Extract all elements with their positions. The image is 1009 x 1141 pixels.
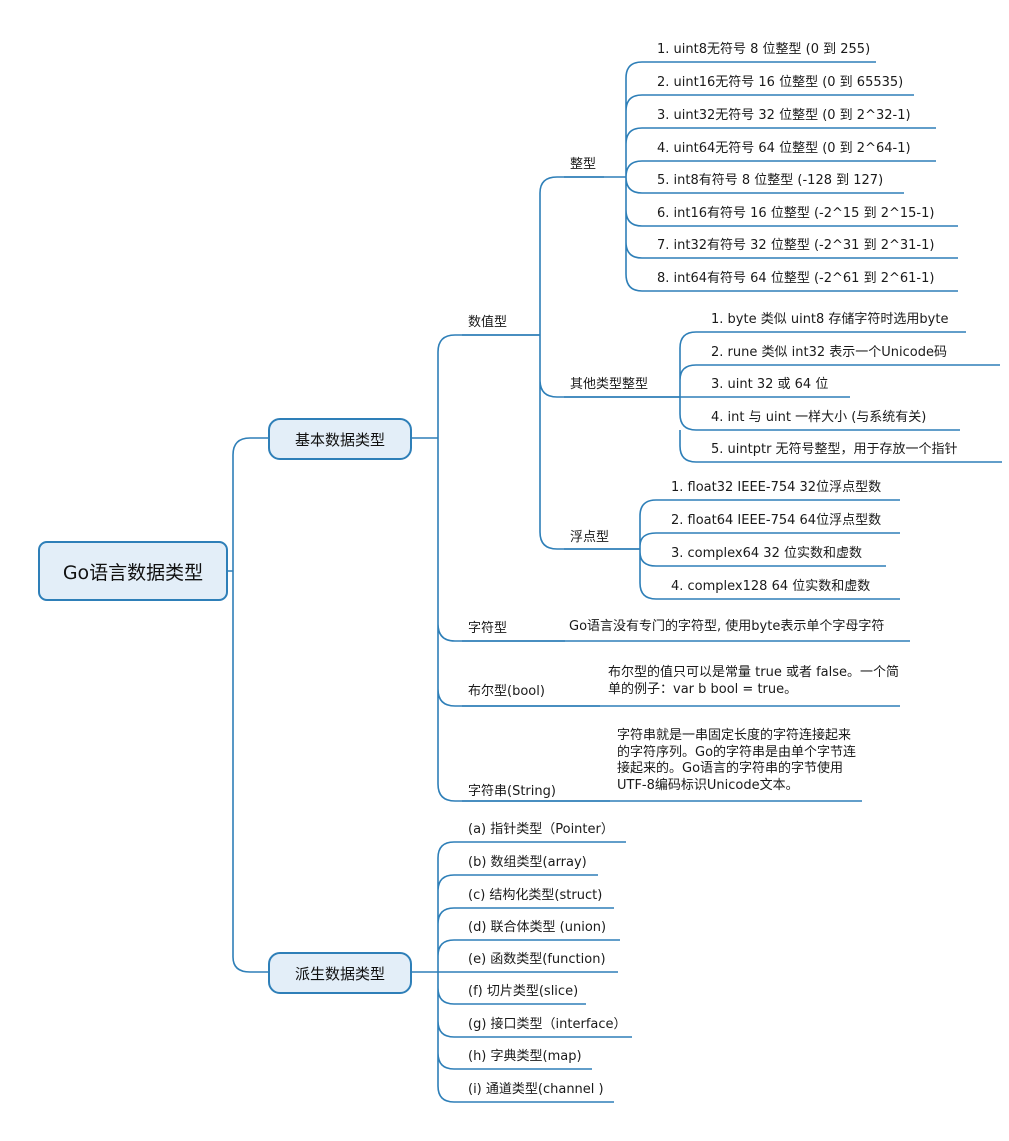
- char-type-label[interactable]: 字符型: [468, 621, 508, 636]
- other-integer-type-label[interactable]: 其他类型整型: [570, 377, 649, 392]
- label-underlines: [462, 61, 1002, 1103]
- connector-root-trunk: [228, 437, 268, 973]
- other-integer-item[interactable]: 3. uint 32 或 64 位: [711, 377, 829, 392]
- root-node-label: Go语言数据类型: [62, 561, 204, 584]
- string-type-label[interactable]: 字符串(String): [468, 784, 556, 799]
- integer-item[interactable]: 7. int32有符号 32 位整型 (-2^31 到 2^31-1): [657, 238, 935, 253]
- integer-item[interactable]: 1. uint8无符号 8 位整型 (0 到 255): [657, 42, 871, 57]
- connector-float-trunk: [639, 499, 664, 600]
- derived-item[interactable]: (f) 切片类型(slice): [468, 984, 579, 999]
- integer-item[interactable]: 6. int16有符号 16 位整型 (-2^15 到 2^15-1): [657, 206, 935, 221]
- connector-integer-trunk: [604, 61, 650, 292]
- other-integer-item[interactable]: 4. int 与 uint 一样大小 (与系统有关): [711, 410, 927, 425]
- float-item[interactable]: 1. float32 IEEE-754 32位浮点型数: [671, 480, 882, 495]
- float-item[interactable]: 3. complex64 32 位实数和虚数: [671, 546, 862, 561]
- other-integer-item[interactable]: 5. uintptr 无符号整型，用于存放一个指针: [711, 442, 958, 457]
- numeric-type-label[interactable]: 数值型: [468, 315, 508, 330]
- connector-otherint-trunk: [679, 331, 704, 463]
- integer-item[interactable]: 3. uint32无符号 32 位整型 (0 到 2^32-1): [657, 108, 911, 123]
- basic-types-label: 基本数据类型: [294, 430, 385, 449]
- char-type-desc: Go语言没有专门的字符型, 使用byte表示单个字母字符: [569, 619, 885, 634]
- integer-type-label[interactable]: 整型: [570, 157, 597, 172]
- derived-types-label: 派生数据类型: [294, 964, 385, 983]
- integer-item[interactable]: 5. int8有符号 8 位整型 (-128 到 127): [657, 173, 884, 188]
- derived-item[interactable]: (h) 字典类型(map): [468, 1049, 582, 1064]
- bool-type-desc: 布尔型的值只可以是常量 true 或者 false。一个简单的例子：var b …: [608, 665, 900, 697]
- derived-item[interactable]: (a) 指针类型（Pointer）: [468, 822, 614, 837]
- integer-item[interactable]: 8. int64有符号 64 位整型 (-2^61 到 2^61-1): [657, 271, 935, 286]
- derived-item[interactable]: (d) 联合体类型 (union): [468, 920, 607, 935]
- bool-type-label[interactable]: 布尔型(bool): [468, 684, 545, 699]
- root-node[interactable]: Go语言数据类型: [38, 541, 228, 601]
- derived-item[interactable]: (b) 数组类型(array): [468, 855, 587, 870]
- other-integer-item[interactable]: 1. byte 类似 uint8 存储字符时选用byte: [711, 312, 949, 327]
- float-item[interactable]: 4. complex128 64 位实数和虚数: [671, 579, 871, 594]
- basic-types-node[interactable]: 基本数据类型: [268, 418, 412, 460]
- derived-item[interactable]: (c) 结构化类型(struct): [468, 888, 603, 903]
- integer-item[interactable]: 2. uint16无符号 16 位整型 (0 到 65535): [657, 75, 904, 90]
- connector-numeric-trunk: [539, 176, 680, 550]
- other-integer-item[interactable]: 2. rune 类似 int32 表示一个Unicode码: [711, 345, 947, 360]
- derived-item[interactable]: (g) 接口类型（interface）: [468, 1017, 627, 1032]
- string-type-desc: 字符串就是一串固定长度的字符连接起来的字符序列。Go的字符串是由单个字节连接起来…: [617, 728, 857, 793]
- integer-item[interactable]: 4. uint64无符号 64 位整型 (0 到 2^64-1): [657, 141, 911, 156]
- float-type-label[interactable]: 浮点型: [570, 530, 610, 545]
- derived-item[interactable]: (i) 通道类型(channel ): [468, 1082, 604, 1097]
- derived-types-node[interactable]: 派生数据类型: [268, 952, 412, 994]
- connector-derived-trunk: [411, 841, 462, 1103]
- derived-item[interactable]: (e) 函数类型(function): [468, 952, 606, 967]
- connector-basic-trunk: [411, 334, 610, 802]
- float-item[interactable]: 2. float64 IEEE-754 64位浮点型数: [671, 513, 882, 528]
